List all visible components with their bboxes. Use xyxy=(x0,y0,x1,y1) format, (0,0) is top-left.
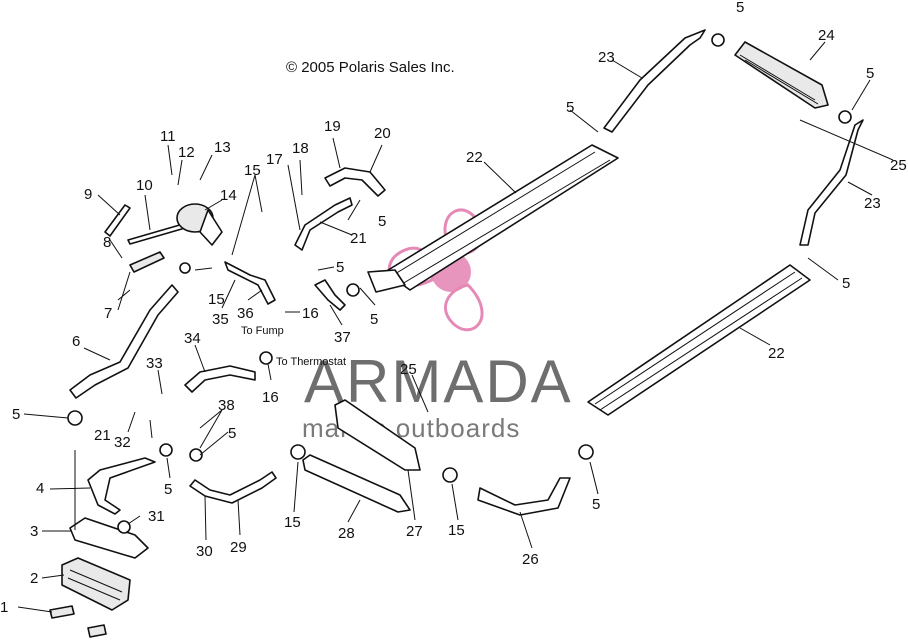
callout-5-rail: 5 xyxy=(842,275,850,292)
callout-23-upper: 23 xyxy=(598,49,615,66)
callout-5-right: 5 xyxy=(866,65,874,82)
watermark-subtitle: marine outboards xyxy=(302,413,520,443)
callout-24: 24 xyxy=(818,27,835,44)
callout-22-upper: 22 xyxy=(466,149,483,166)
callout-13: 13 xyxy=(214,139,231,156)
callout-1: 1 xyxy=(0,599,8,616)
callout-30: 30 xyxy=(196,543,213,560)
plate-3 xyxy=(69,517,149,559)
cooler-2 xyxy=(61,557,131,611)
tube-28 xyxy=(302,454,411,513)
callout-16-thermostat: 16 xyxy=(262,389,279,406)
callout-5-37: 5 xyxy=(370,311,378,328)
callout-12: 12 xyxy=(178,144,195,161)
clamp-15-a xyxy=(179,262,191,274)
callout-22-lower: 22 xyxy=(768,345,785,362)
callout-35: 35 xyxy=(212,311,229,328)
callout-8: 8 xyxy=(103,234,111,251)
callout-10: 10 xyxy=(136,177,153,194)
hose-4 xyxy=(87,457,156,515)
callout-17: 17 xyxy=(266,151,283,168)
clamp-5-38 xyxy=(189,448,203,462)
callout-31: 31 xyxy=(148,508,165,525)
callout-5-lower: 5 xyxy=(164,481,172,498)
clamp-5-lower xyxy=(578,444,594,460)
callout-2: 2 xyxy=(30,570,38,587)
callout-32: 32 xyxy=(114,434,131,451)
hose-26 xyxy=(477,477,571,516)
callout-11: 11 xyxy=(160,128,176,145)
callout-5-mid: 5 xyxy=(336,259,344,276)
callout-21-left: 21 xyxy=(94,427,111,444)
callout-6: 6 xyxy=(72,333,80,350)
callout-34: 34 xyxy=(184,330,201,347)
callout-3: 3 xyxy=(30,523,38,540)
hose-23-right xyxy=(799,119,864,246)
clamp-15-right xyxy=(442,467,458,483)
callout-15-left: 15 xyxy=(208,291,225,308)
hose-19 xyxy=(324,167,386,197)
reservoir-14 xyxy=(176,203,223,246)
callout-25-right: 25 xyxy=(890,157,907,174)
callout-27: 27 xyxy=(406,523,423,540)
hose-34 xyxy=(184,365,256,393)
callout-28: 28 xyxy=(338,525,355,542)
callout-5-right-lower: 5 xyxy=(592,496,600,513)
callout-26: 26 xyxy=(522,551,539,568)
hose-35 xyxy=(224,261,276,305)
clamp-5-b xyxy=(346,283,360,297)
clamp-5-left xyxy=(67,410,83,426)
callout-5-20: 5 xyxy=(378,213,386,230)
callout-36: 36 xyxy=(237,305,254,322)
callout-5-top: 5 xyxy=(736,0,744,16)
hose-29 xyxy=(189,471,277,504)
callout-38: 38 xyxy=(218,397,235,414)
clamp-16 xyxy=(259,351,273,365)
callout-labels: 1 2 3 4 5 5 5 5 5 5 5 5 5 5 5 6 7 8 9 10… xyxy=(0,0,907,616)
callout-4: 4 xyxy=(36,480,44,497)
note-to-thermostat: To Thermostat xyxy=(276,356,346,368)
bracket-27 xyxy=(334,399,421,471)
clip-9 xyxy=(104,204,131,237)
callout-15-mid: 15 xyxy=(284,514,301,531)
plug-31 xyxy=(117,520,131,534)
hose-17 xyxy=(294,197,353,251)
callout-9: 9 xyxy=(84,186,92,203)
heat-exchanger-24 xyxy=(734,41,829,109)
callout-5-hose: 5 xyxy=(566,99,574,116)
callout-16-pump: 16 xyxy=(302,305,319,322)
hose-23-upper xyxy=(603,29,706,133)
clamp-15-mid xyxy=(290,444,306,460)
heat-exchanger-upper xyxy=(367,144,619,293)
hose-37 xyxy=(314,279,346,311)
copyright-notice: © 2005 Polaris Sales Inc. xyxy=(286,59,455,76)
callout-20: 20 xyxy=(374,125,391,142)
callout-5-left: 5 xyxy=(12,406,20,423)
callout-21-top: 21 xyxy=(350,230,367,247)
clamp-5-top xyxy=(711,33,725,47)
callout-5-38: 5 xyxy=(228,425,236,442)
hose-6 xyxy=(69,284,179,399)
callout-18: 18 xyxy=(292,140,309,157)
callout-7: 7 xyxy=(104,305,112,322)
clamp-1b xyxy=(87,624,107,638)
callout-23-right: 23 xyxy=(864,195,881,212)
leader-lines xyxy=(17,41,894,613)
note-to-fump: To Fump xyxy=(241,325,284,337)
fitting-8 xyxy=(129,251,165,273)
callout-15-top: 15 xyxy=(244,162,261,179)
clamp-1a xyxy=(49,605,75,619)
callout-33: 33 xyxy=(146,355,163,372)
callout-19: 19 xyxy=(324,118,341,135)
callout-29: 29 xyxy=(230,539,247,556)
callout-37: 37 xyxy=(334,329,351,346)
callout-14: 14 xyxy=(220,187,237,204)
clamp-5-right xyxy=(838,110,852,124)
clamp-5-mid xyxy=(159,443,173,457)
callout-15-right: 15 xyxy=(448,522,465,539)
callout-25-mid: 25 xyxy=(400,361,417,378)
heat-exchanger-lower xyxy=(587,264,811,416)
